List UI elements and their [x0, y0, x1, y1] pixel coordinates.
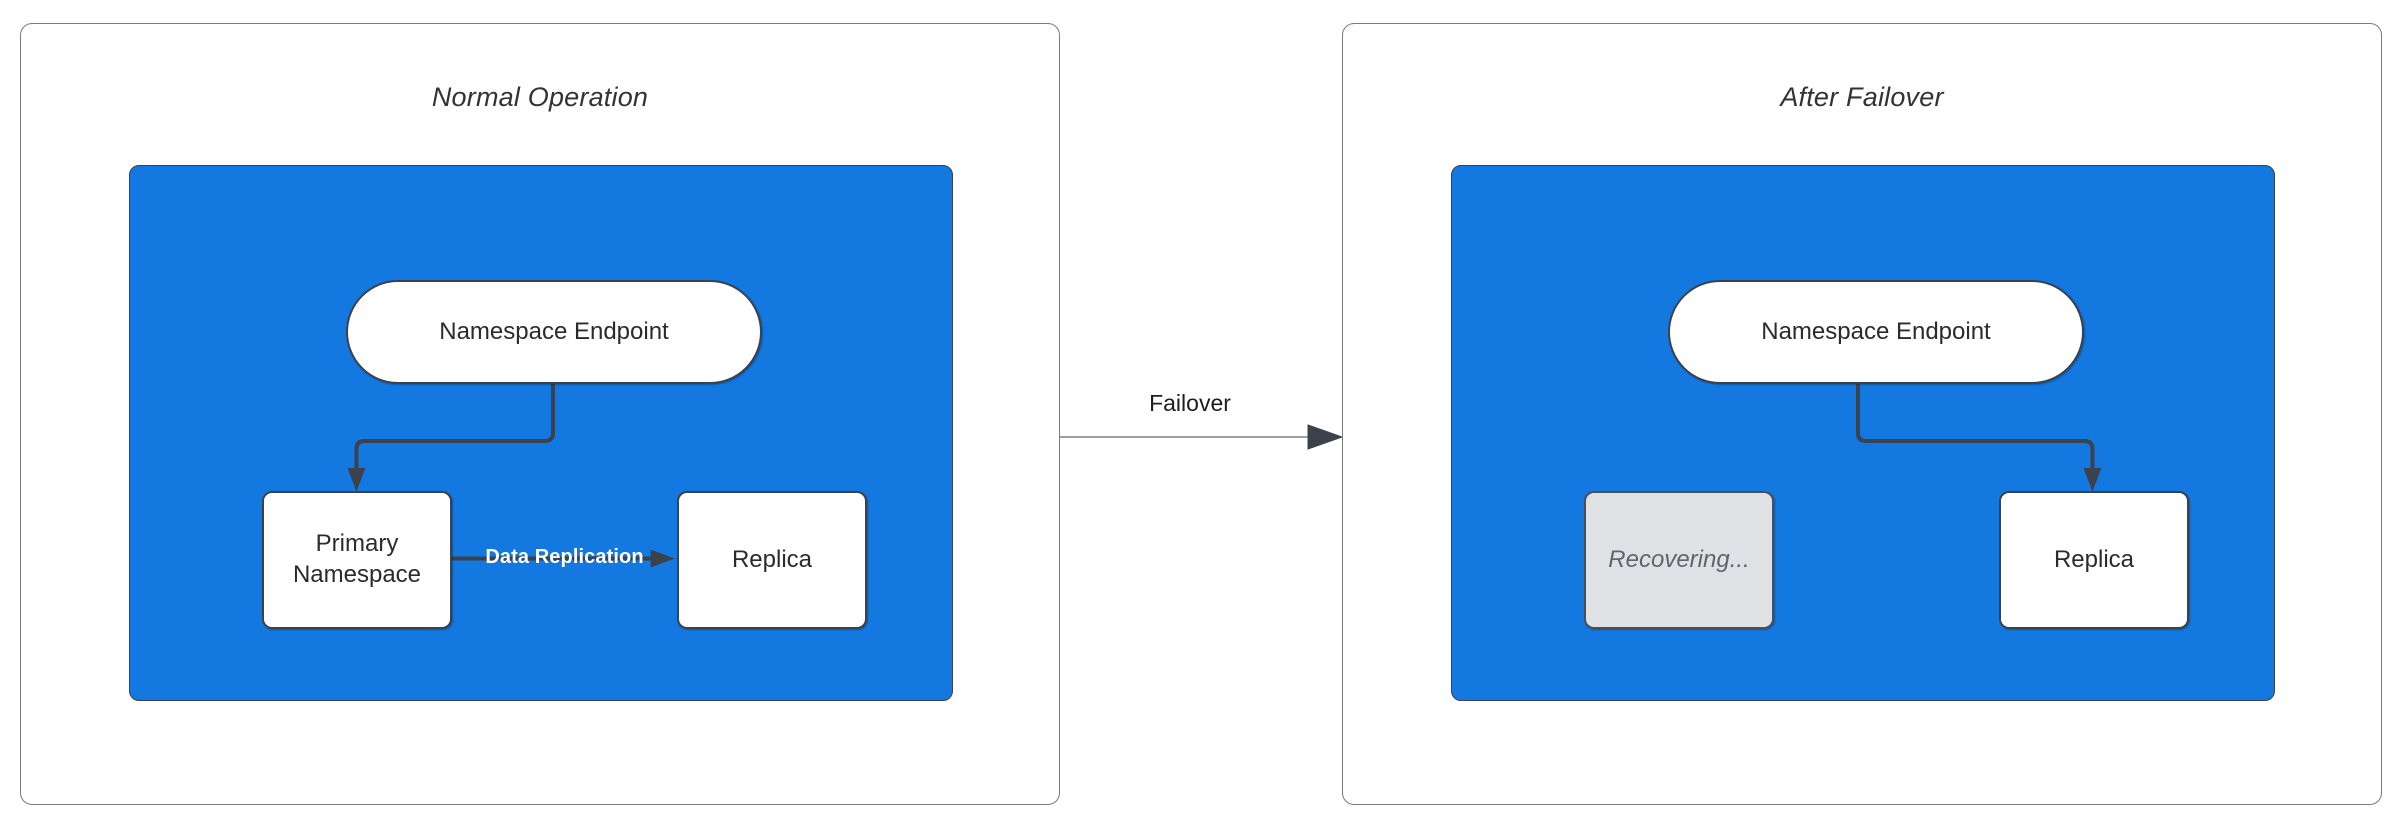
node-replica-left[interactable]: Replica [677, 491, 867, 629]
failover-arrow-shape [1060, 424, 1344, 450]
node-label-line2: Namespace [292, 561, 422, 588]
node-recovering[interactable]: Recovering... [1584, 491, 1774, 629]
panel-title-normal-operation: Normal Operation [431, 82, 649, 112]
node-label: Replica [731, 545, 813, 573]
panel-after-failover: After Failover Namespace Endpoint Recove… [1342, 23, 2382, 805]
panel-normal-operation: Normal Operation Namespace Endpoint Prim… [20, 23, 1060, 805]
zone-after-failover: Namespace Endpoint Recovering... Replica [1451, 165, 2275, 701]
edge-endpoint-to-replica [1856, 383, 2095, 477]
panel-title-after-failover: After Failover [1780, 82, 1944, 112]
node-label-line1: Primary [315, 530, 399, 558]
node-primary-namespace[interactable]: Primary Namespace [262, 491, 452, 629]
node-label: Namespace Endpoint [1761, 317, 1991, 345]
zone-normal-operation: Namespace Endpoint Primary Namespace Rep… [129, 165, 953, 701]
failover-label: Failover [1149, 390, 1231, 416]
node-namespace-endpoint-left[interactable]: Namespace Endpoint [346, 280, 762, 384]
node-label: Namespace Endpoint [439, 317, 669, 345]
node-label: Primary Namespace [293, 529, 421, 590]
node-replica-right[interactable]: Replica [1999, 491, 2189, 629]
edge-endpoint-to-primary-arrowhead [347, 467, 366, 492]
node-label: Replica [2053, 545, 2135, 573]
edge-endpoint-to-replica-arrowhead [2083, 467, 2102, 492]
edge-endpoint-to-primary [354, 383, 555, 477]
node-namespace-endpoint-right[interactable]: Namespace Endpoint [1668, 280, 2084, 384]
node-label: Recovering... [1608, 545, 1750, 573]
edge-label-data-replication: Data Replication [485, 546, 644, 568]
failover-transition: Failover [1040, 390, 1360, 500]
